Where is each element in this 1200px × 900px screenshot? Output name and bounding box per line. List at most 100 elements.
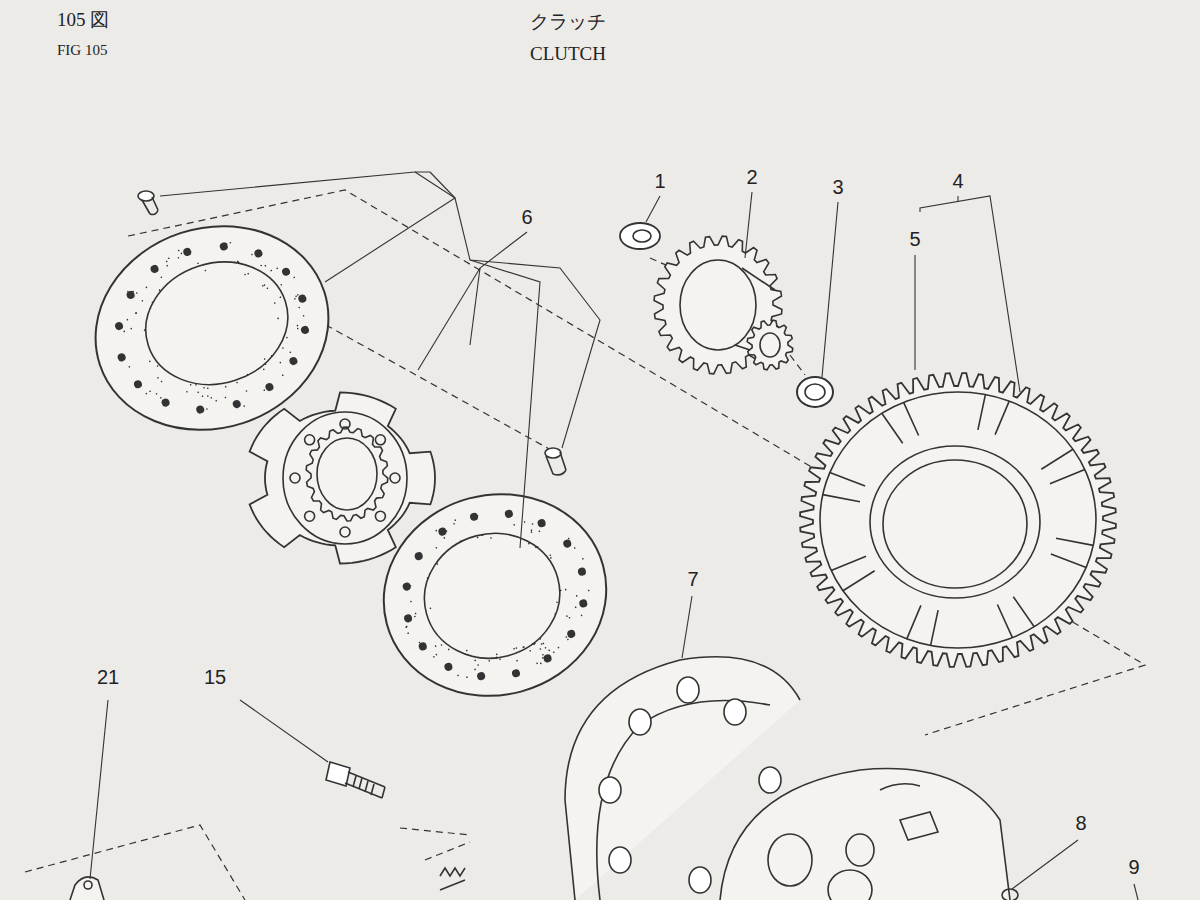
texture-dot	[263, 389, 265, 391]
texture-dot	[177, 257, 179, 259]
texture-dot	[244, 273, 246, 275]
rivet-pin	[545, 448, 566, 475]
texture-dot	[274, 302, 276, 304]
texture-dot	[262, 285, 264, 287]
rivet-hole	[161, 398, 171, 408]
rivet-hole	[297, 294, 307, 304]
rivet-hole	[150, 264, 160, 274]
clutch-outer-gear	[800, 373, 1116, 667]
texture-dot	[477, 515, 479, 517]
texture-dot	[429, 573, 431, 575]
texture-dot	[264, 265, 266, 267]
rivet-hole	[566, 629, 576, 639]
rivet-hole	[288, 356, 298, 366]
texture-dot	[276, 267, 278, 269]
texture-dot	[435, 530, 437, 532]
spring-boss	[677, 677, 699, 703]
texture-dot	[474, 659, 476, 661]
texture-dot	[263, 368, 265, 370]
texture-dot	[130, 328, 132, 330]
rivet-pin	[138, 191, 158, 215]
texture-dot	[564, 542, 566, 544]
texture-dot	[474, 655, 476, 657]
texture-dot	[215, 400, 217, 402]
texture-dot	[410, 601, 412, 603]
dashed-box	[25, 825, 245, 900]
texture-dot	[529, 650, 531, 652]
texture-dot	[266, 287, 268, 289]
texture-dot	[556, 601, 558, 603]
texture-dot	[258, 255, 260, 257]
rivet-hole	[253, 248, 263, 258]
texture-dot	[295, 295, 297, 297]
rivet-hole	[511, 668, 521, 678]
rivet-hole	[305, 511, 315, 521]
spring-boss	[724, 699, 746, 725]
texture-dot	[264, 358, 266, 360]
texture-dot	[210, 397, 212, 399]
texture-dot	[582, 558, 584, 560]
texture-dot	[225, 386, 227, 388]
texture-dot	[160, 397, 162, 399]
texture-dot	[282, 374, 284, 376]
texture-dot	[570, 634, 572, 636]
bolt	[326, 762, 385, 798]
callout-number: 3	[830, 176, 845, 198]
texture-dot	[123, 330, 125, 332]
texture-dot	[246, 374, 248, 376]
texture-dot	[149, 307, 151, 309]
texture-dot	[279, 296, 281, 298]
callout-number: 9	[1126, 856, 1141, 878]
texture-dot	[435, 547, 437, 549]
texture-dot	[443, 537, 445, 539]
texture-dot	[290, 358, 292, 360]
texture-dot	[149, 360, 151, 362]
texture-dot	[207, 395, 209, 397]
dashed-box	[425, 842, 470, 860]
texture-dot	[477, 537, 479, 539]
texture-dot	[542, 642, 544, 644]
spring	[440, 868, 465, 890]
center-line	[400, 828, 470, 835]
rivet-hole	[402, 582, 412, 592]
texture-dot	[448, 648, 450, 650]
rivet-hole	[340, 527, 350, 537]
texture-dot	[539, 648, 541, 650]
texture-dot	[135, 312, 137, 314]
rivet-hole	[577, 567, 587, 577]
texture-dot	[490, 537, 492, 539]
rivet-hole	[195, 404, 205, 414]
texture-dot	[128, 366, 130, 368]
texture-dot	[161, 380, 163, 382]
texture-dot	[132, 291, 134, 293]
texture-dot	[229, 242, 231, 244]
rivet-hole	[476, 671, 486, 681]
texture-dot	[569, 617, 571, 619]
rivet-hole	[578, 599, 588, 609]
texture-dot	[433, 656, 435, 658]
texture-dot	[576, 595, 578, 597]
texture-dot	[224, 397, 226, 399]
texture-dot	[245, 390, 247, 392]
texture-dot	[496, 656, 498, 658]
texture-dot	[565, 589, 567, 591]
rivet-hole	[414, 551, 424, 561]
rivet-hole	[375, 511, 385, 521]
texture-dot	[297, 294, 299, 296]
texture-dot	[289, 351, 291, 353]
rivet-hole	[290, 473, 300, 483]
texture-dot	[524, 521, 526, 523]
texture-dot	[427, 577, 429, 579]
texture-dot	[286, 337, 288, 339]
page-title: CLUTCH	[528, 44, 608, 65]
texture-dot	[541, 643, 543, 645]
texture-dot	[168, 257, 170, 259]
callout-number: 15	[202, 666, 228, 688]
texture-dot	[277, 317, 279, 319]
spring-boss	[609, 847, 631, 873]
texture-dot	[588, 590, 590, 592]
texture-dot	[568, 538, 570, 540]
spring-boss	[629, 709, 651, 735]
texture-dot	[297, 328, 299, 330]
